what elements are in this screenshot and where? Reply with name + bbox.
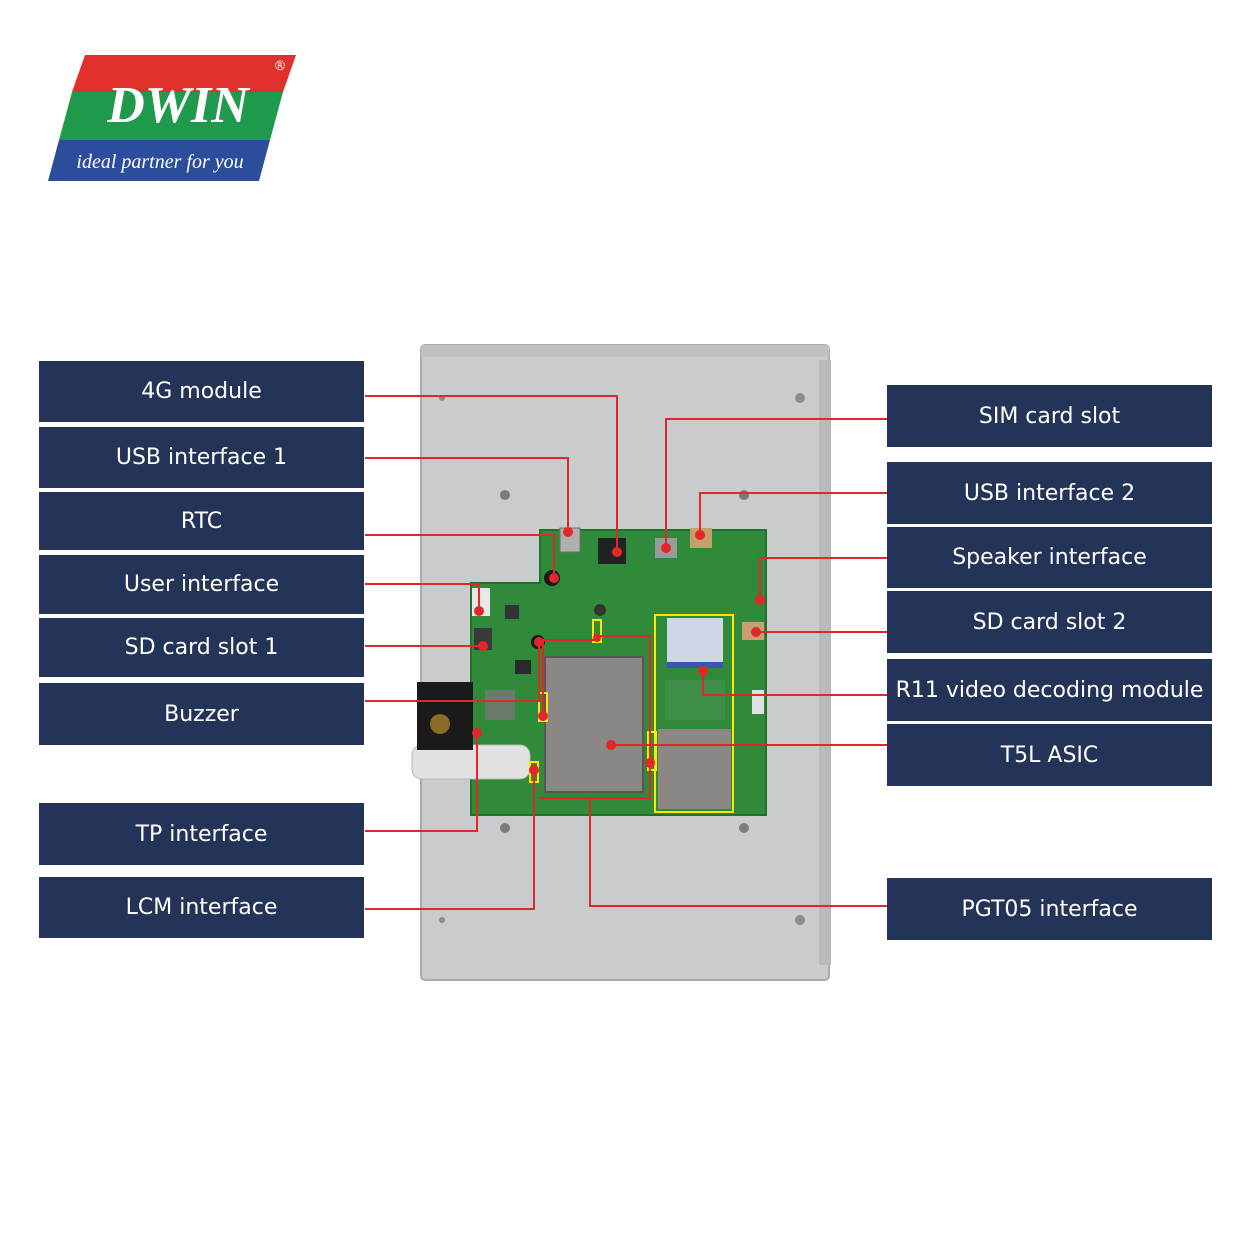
label-sim-card-slot: SIM card slot — [887, 385, 1212, 447]
logo-registered: ® — [274, 59, 287, 74]
label-speaker-interface: Speaker interface — [887, 527, 1212, 588]
label-lcm-interface: LCM interface — [39, 877, 364, 938]
label-4g-module: 4G module — [39, 361, 364, 422]
screw — [739, 490, 749, 500]
screw — [795, 393, 805, 403]
dwin-logo: DWIN ® ideal partner for you — [48, 55, 296, 181]
label-tp-interface: TP interface — [39, 803, 364, 865]
leader-sim-card-slot — [665, 418, 888, 548]
leader-usb-interface-1 — [365, 457, 569, 532]
label-usb-interface-2: USB interface 2 — [887, 462, 1212, 524]
label-usb-interface-1: USB interface 1 — [39, 427, 364, 488]
leader-lcm-interface — [365, 770, 535, 910]
leader-usb-interface-2 — [699, 492, 888, 535]
label-rtc: RTC — [39, 492, 364, 550]
screw — [500, 490, 510, 500]
leader-pgt05-interface — [589, 798, 888, 907]
leader-4g-module — [365, 395, 618, 552]
label-r11-video-decoding-module: R11 video decoding module — [887, 659, 1212, 721]
r11-module-outline — [654, 614, 734, 813]
leader-r11-module — [702, 671, 888, 696]
label-sd-card-slot-2: SD card slot 2 — [887, 591, 1212, 653]
leader-lines-right — [589, 418, 888, 907]
screw — [795, 915, 805, 925]
ribbon-cable — [411, 744, 531, 780]
leader-user-interface — [365, 583, 480, 611]
logo-brand: DWIN — [106, 77, 251, 134]
leader-endpoints — [472, 527, 765, 775]
logo-tagline: ideal partner for you — [76, 151, 243, 173]
label-user-interface: User interface — [39, 555, 364, 614]
leader-rtc — [365, 534, 555, 578]
label-sd-card-slot-1: SD card slot 1 — [39, 618, 364, 677]
label-buzzer: Buzzer — [39, 683, 364, 745]
leader-speaker-interface — [759, 557, 888, 600]
screw — [500, 823, 510, 833]
t5l-shield — [544, 656, 644, 793]
screw — [739, 823, 749, 833]
screw — [439, 917, 445, 923]
label-t5l-asic: T5L ASIC — [887, 724, 1212, 786]
leader-buzzer — [365, 642, 540, 702]
leader-pcb-bottom — [540, 765, 651, 799]
leader-tp-interface — [365, 733, 478, 832]
label-pgt05-interface: PGT05 interface — [887, 878, 1212, 940]
